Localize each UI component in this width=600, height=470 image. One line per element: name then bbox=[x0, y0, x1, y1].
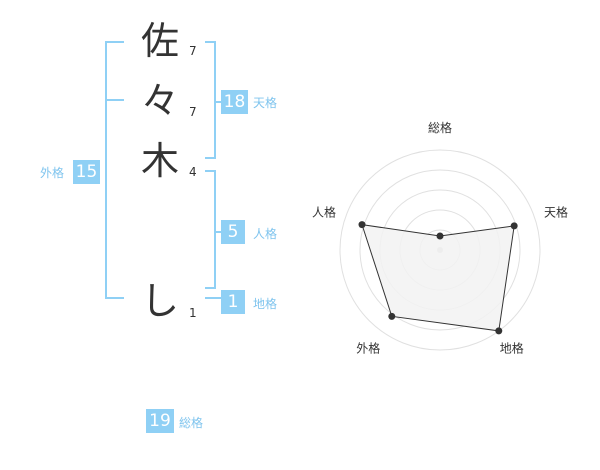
soukaku-label: 総格 bbox=[179, 416, 204, 430]
name-char-2: 々 bbox=[140, 79, 179, 123]
radar-point-1 bbox=[510, 222, 518, 230]
gaikaku-bracket-bottom bbox=[105, 297, 124, 299]
stroke-count-2: 7 bbox=[189, 105, 197, 119]
name-char-4: し bbox=[140, 279, 179, 323]
tenkaku-bracket-connector bbox=[214, 101, 222, 103]
jinkaku-bracket-bottom bbox=[205, 287, 216, 289]
jinkaku-bracket-vertical bbox=[214, 170, 216, 289]
radar-series-polygon bbox=[361, 224, 515, 332]
tenkaku-bracket-bottom bbox=[205, 157, 216, 159]
name-char-1: 佐 bbox=[140, 19, 179, 63]
radar-axis-label-4: 人格 bbox=[312, 204, 336, 219]
tenkaku-bracket-top bbox=[205, 41, 216, 43]
gaikaku-bracket-mid bbox=[105, 99, 124, 101]
chikaku-label: 地格 bbox=[253, 297, 278, 311]
stroke-count-3: 4 bbox=[189, 165, 197, 179]
stroke-count-4: 1 bbox=[189, 306, 197, 320]
radar-axis-label-3: 外格 bbox=[356, 341, 380, 356]
soukaku-value: 19 bbox=[146, 409, 174, 433]
tenkaku-bracket-vertical bbox=[214, 41, 216, 159]
radar-point-4 bbox=[358, 221, 366, 229]
gaikaku-label: 外格 bbox=[40, 166, 65, 180]
chikaku-bracket-connector bbox=[205, 297, 222, 299]
tenkaku-label: 天格 bbox=[253, 96, 278, 110]
radar-point-2 bbox=[495, 327, 503, 335]
radar-axis-label-2: 地格 bbox=[500, 341, 524, 356]
radar-grid-ring-5 bbox=[339, 149, 541, 351]
stroke-count-1: 7 bbox=[189, 44, 197, 58]
radar-grid-ring-4 bbox=[359, 169, 521, 331]
gaikaku-bracket-top bbox=[105, 41, 124, 43]
radar-axis-label-0: 総格 bbox=[428, 120, 452, 135]
gaikaku-bracket-vertical bbox=[105, 41, 107, 299]
radar-axis-label-1: 天格 bbox=[544, 204, 568, 219]
radar-point-3 bbox=[388, 312, 396, 320]
jinkaku-bracket-top bbox=[205, 170, 216, 172]
chikaku-value: 1 bbox=[221, 290, 245, 314]
name-char-3: 木 bbox=[140, 139, 179, 183]
jinkaku-bracket-connector bbox=[214, 231, 222, 233]
gaikaku-value: 15 bbox=[73, 160, 100, 184]
jinkaku-value: 5 bbox=[221, 220, 245, 244]
radar-point-0 bbox=[436, 232, 444, 240]
tenkaku-value: 18 bbox=[221, 90, 248, 114]
jinkaku-label: 人格 bbox=[253, 227, 278, 241]
